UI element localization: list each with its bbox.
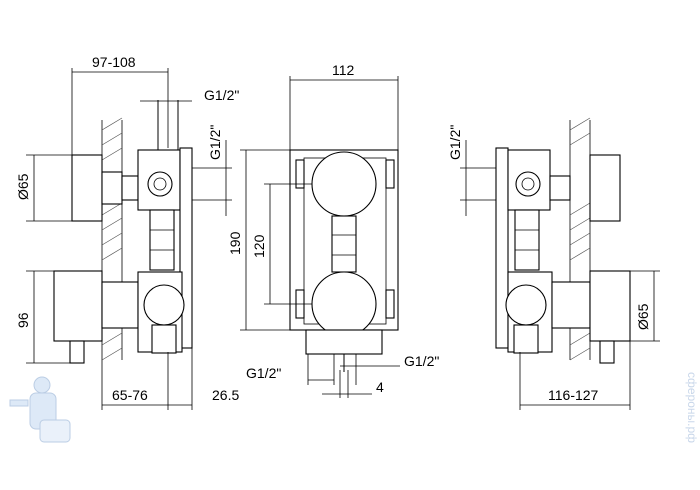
center-bottom-valve — [311, 271, 377, 337]
center-view: 112 190 120 G1/2" G1/2" 4 — [227, 62, 439, 398]
left-view: 97-108 G1/2" G1/2" Ø65 96 65-76 26.5 — [15, 54, 239, 410]
center-top-valve — [311, 151, 377, 217]
dim-thread-vertical-right: G1/2" — [447, 125, 463, 160]
watermark-logo — [9, 376, 71, 443]
dim-thread-top-left: G1/2" — [204, 87, 239, 103]
dim-offset-center: 4 — [376, 379, 384, 395]
dim-depth-range-right: 116-127 — [548, 387, 599, 403]
watermark-text: сфероны.рф — [685, 372, 699, 443]
right-bottom-rosette — [589, 270, 631, 342]
dim-thread-vertical-left: G1/2" — [207, 125, 223, 160]
right-view: G1/2" Ø65 116-127 — [447, 117, 660, 410]
dim-height-left: 96 — [15, 312, 31, 328]
right-mount-plate — [495, 147, 509, 349]
left-bottom-rosette — [53, 270, 103, 342]
left-top-rosette — [71, 154, 103, 222]
dim-depth-range-top: 97-108 — [92, 54, 136, 70]
dim-dia-right: Ø65 — [635, 303, 651, 330]
dim-height-center-inner: 120 — [251, 234, 267, 258]
dim-height-center-outer: 190 — [227, 231, 243, 255]
dim-dia-left: Ø65 — [15, 173, 31, 200]
dim-width-center: 112 — [332, 62, 355, 78]
right-top-rosette — [589, 154, 621, 222]
dim-offset-small: 26.5 — [212, 387, 239, 403]
dim-thread-bottom-left: G1/2" — [246, 365, 281, 381]
dim-thread-bottom-right: G1/2" — [404, 353, 439, 369]
dim-depth-range-bottom: 65-76 — [112, 387, 148, 403]
